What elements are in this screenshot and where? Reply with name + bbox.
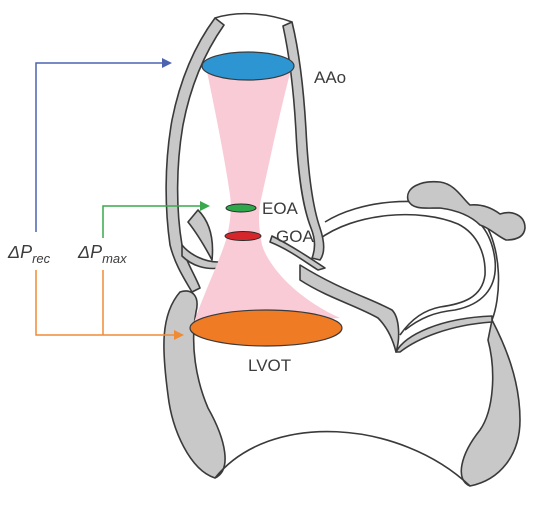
label-dp-max-main: ΔP [77,242,102,262]
ventricle-bottom-curve [215,432,470,486]
label-lvot: LVOT [248,356,291,375]
label-dp-max: ΔPmax [77,242,127,266]
label-eoa: EOA [262,199,299,218]
arrow-rec-to-aao-head [162,58,172,68]
arrow-max-to-eoa-head [200,201,210,211]
ventricle-right-wall [461,320,520,486]
arrow-to-lvot [36,270,177,335]
label-dp-rec: ΔPrec [7,242,51,266]
atrial-appendage [408,182,525,240]
lvot-ellipse [190,310,342,346]
label-aao: AAo [314,68,346,87]
label-dp-rec-main: ΔP [7,242,32,262]
left-atrium-outline [325,201,495,330]
label-goa: GOA [276,227,314,246]
eoa-ellipse [226,204,256,212]
aao-ellipse [202,52,294,80]
label-dp-max-sub: max [102,251,127,266]
goa-ellipse [225,232,261,241]
left-atrium-inner [318,215,485,335]
aorta-right-wall [283,22,324,260]
valve-leaflet-left-cusp [188,210,212,260]
label-dp-rec-sub: rec [32,251,51,266]
mitral-leaflet-2 [396,316,492,352]
aorta-top [215,14,292,22]
